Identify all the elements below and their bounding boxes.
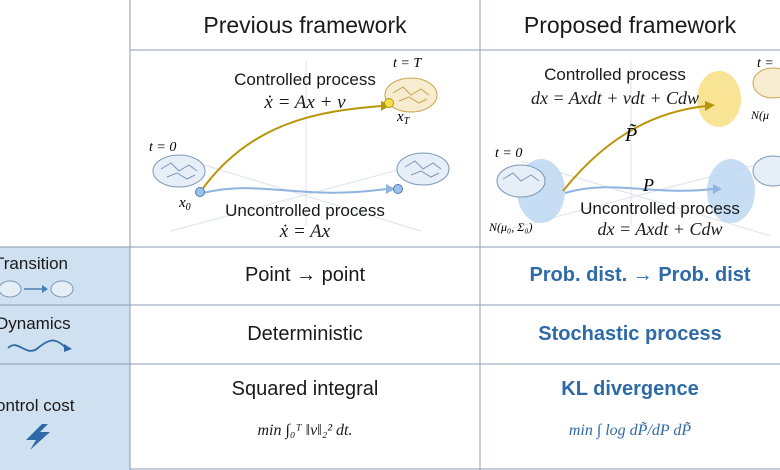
diagram-previous: t = 0 t = T x0 xT	[149, 56, 450, 232]
prop-transition: Prob. dist. → Prob. dist	[529, 264, 751, 286]
prev-controlled-label: Controlled process	[234, 70, 376, 89]
prev-controlled-eq: ẋ = Ax + v	[264, 92, 346, 113]
prev-control-cost: Squared integral	[231, 378, 379, 400]
uncontrolled-distribution	[707, 159, 755, 223]
prop-control-cost: KL divergence	[561, 378, 699, 400]
row-label-control-cost: ontrol cost	[0, 396, 75, 415]
controlled-curve	[200, 105, 382, 192]
row-label-transition: Transition	[0, 254, 69, 273]
brain-uncontrolled-end-icon	[396, 152, 450, 186]
brain-end-icon	[752, 67, 780, 99]
prop-uncontrolled-label: Uncontrolled process	[580, 199, 740, 218]
svg-text:xT: xT	[396, 109, 411, 127]
uncontrolled-curve	[564, 186, 714, 194]
prev-transition: Point → point	[244, 264, 366, 286]
n0-label: N(μ₀, Σ₀)	[488, 220, 533, 234]
uncontrolled-end-point	[393, 184, 403, 194]
nT-label: N(μ	[750, 108, 769, 122]
row-label-dynamics: Dynamics	[0, 314, 71, 333]
tT-label: t =	[757, 56, 774, 71]
svg-text:x0: x0	[178, 195, 191, 213]
start-point	[195, 187, 205, 197]
target-distribution	[697, 71, 741, 127]
prev-dynamics: Deterministic	[247, 323, 363, 345]
prop-controlled-label: Controlled process	[544, 65, 686, 84]
prop-dynamics: Stochastic process	[538, 323, 722, 345]
header-previous: Previous framework	[203, 12, 407, 38]
uncontrolled-curve	[202, 187, 387, 194]
header-proposed: Proposed framework	[523, 12, 737, 38]
lightning-icon	[26, 424, 50, 450]
prev-uncontrolled-eq: ẋ = Ax	[279, 221, 331, 242]
xT-label: x	[396, 109, 404, 125]
t0-label: t = 0	[495, 146, 522, 161]
brain-uncontrolled-end-icon	[752, 155, 780, 187]
x0-sub: 0	[186, 202, 191, 213]
prop-uncontrolled-eq: dx = Axdt + Cdw	[597, 219, 723, 239]
brain-start-icon	[496, 164, 546, 198]
target-point	[384, 98, 394, 108]
xT-sub: T	[404, 116, 411, 127]
wave-icon	[7, 339, 72, 352]
formula-previous: min ∫₀ᵀ ‖v‖₂² dt.	[257, 422, 353, 439]
formula-proposed: min ∫ log dP̃/dP dP̃	[568, 422, 692, 439]
controlled-curve	[562, 105, 707, 192]
prop-controlled-eq: dx = Axdt + vdt + Cdw	[530, 88, 700, 108]
t0-label: t = 0	[149, 140, 176, 155]
p-tilde-label: P̃	[624, 123, 637, 146]
prev-uncontrolled-label: Uncontrolled process	[225, 201, 385, 220]
diagram-proposed: t = 0 t = P̃ P N(μ₀, Σ₀) N(μ	[488, 56, 780, 237]
tT-label: t = T	[393, 56, 422, 71]
x0-label: x	[178, 195, 186, 211]
brain-start-icon	[152, 154, 206, 188]
p-label: P	[642, 175, 654, 195]
brain-transition-icon	[0, 280, 74, 298]
brain-end-icon	[384, 77, 438, 113]
